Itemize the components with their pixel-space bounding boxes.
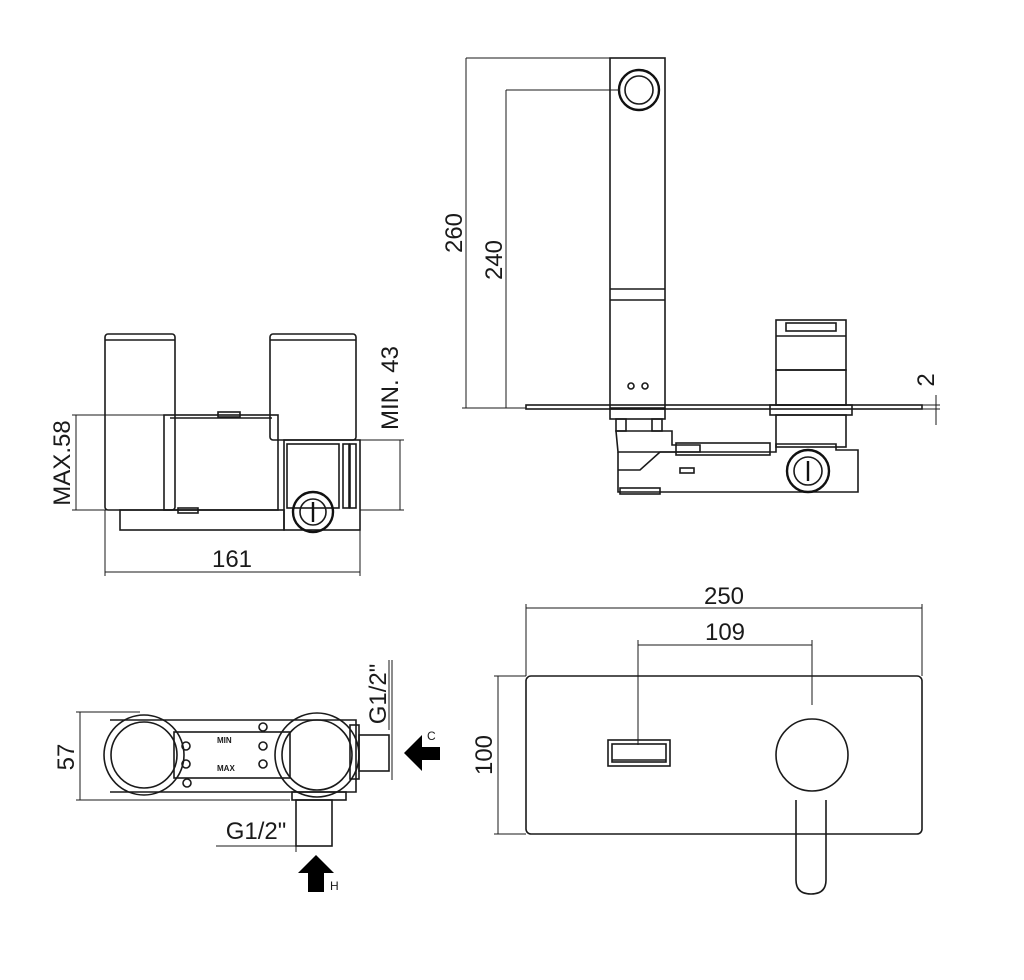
dim-plate-thickness: 2 [913, 373, 940, 425]
concealed-body [609, 408, 859, 495]
hot-marking: H [330, 879, 339, 893]
dim-2-label: 2 [913, 373, 940, 386]
dim-161-label: 161 [212, 546, 252, 573]
wall-plate-profile [525, 404, 923, 410]
max-marking: MAX [217, 764, 235, 773]
dim-260-label: 260 [441, 213, 468, 253]
dim-hot-thread: G1/2" [216, 818, 332, 852]
wall-plate-front-view: 250 109 100 [471, 583, 923, 895]
dim-100-label: 100 [471, 735, 498, 775]
dim-109-label: 109 [705, 619, 745, 646]
side-view: MAX.58 MIN. 43 161 [49, 333, 404, 576]
dim-spout-height: 240 [481, 89, 620, 408]
hot-thread-label: G1/2" [226, 818, 287, 845]
cold-inlet-arrow-icon: C [404, 729, 440, 771]
min-marking: MIN [217, 736, 232, 745]
dim-overall-height: 260 [441, 57, 610, 409]
hot-inlet-arrow-icon: H [298, 855, 339, 893]
dim-plate-width: 250 [525, 583, 923, 676]
mixer-handle [769, 319, 853, 416]
dim-cold-thread: G1/2" [365, 660, 393, 780]
dim-body-depth: 57 [53, 711, 290, 801]
dim-240-label: 240 [481, 240, 508, 280]
dim-min-43-label: MIN. 43 [377, 346, 404, 430]
dim-body-width: 161 [104, 510, 361, 576]
cold-thread-label: G1/2" [365, 664, 392, 725]
dim-max-58-label: MAX.58 [49, 420, 76, 505]
dim-57-label: 57 [53, 744, 80, 771]
dim-plate-height: 100 [471, 675, 526, 835]
front-view: 260 240 2 [441, 57, 940, 495]
dim-min-depth: MIN. 43 [356, 346, 404, 511]
dim-250-label: 250 [704, 583, 744, 610]
top-view: MIN MAX 57 G1/2" G1/2" C [53, 660, 440, 893]
spout [609, 57, 666, 409]
cold-marking: C [427, 729, 436, 743]
dim-max-depth: MAX.58 [49, 414, 164, 511]
dim-center-distance: 109 [637, 619, 813, 745]
